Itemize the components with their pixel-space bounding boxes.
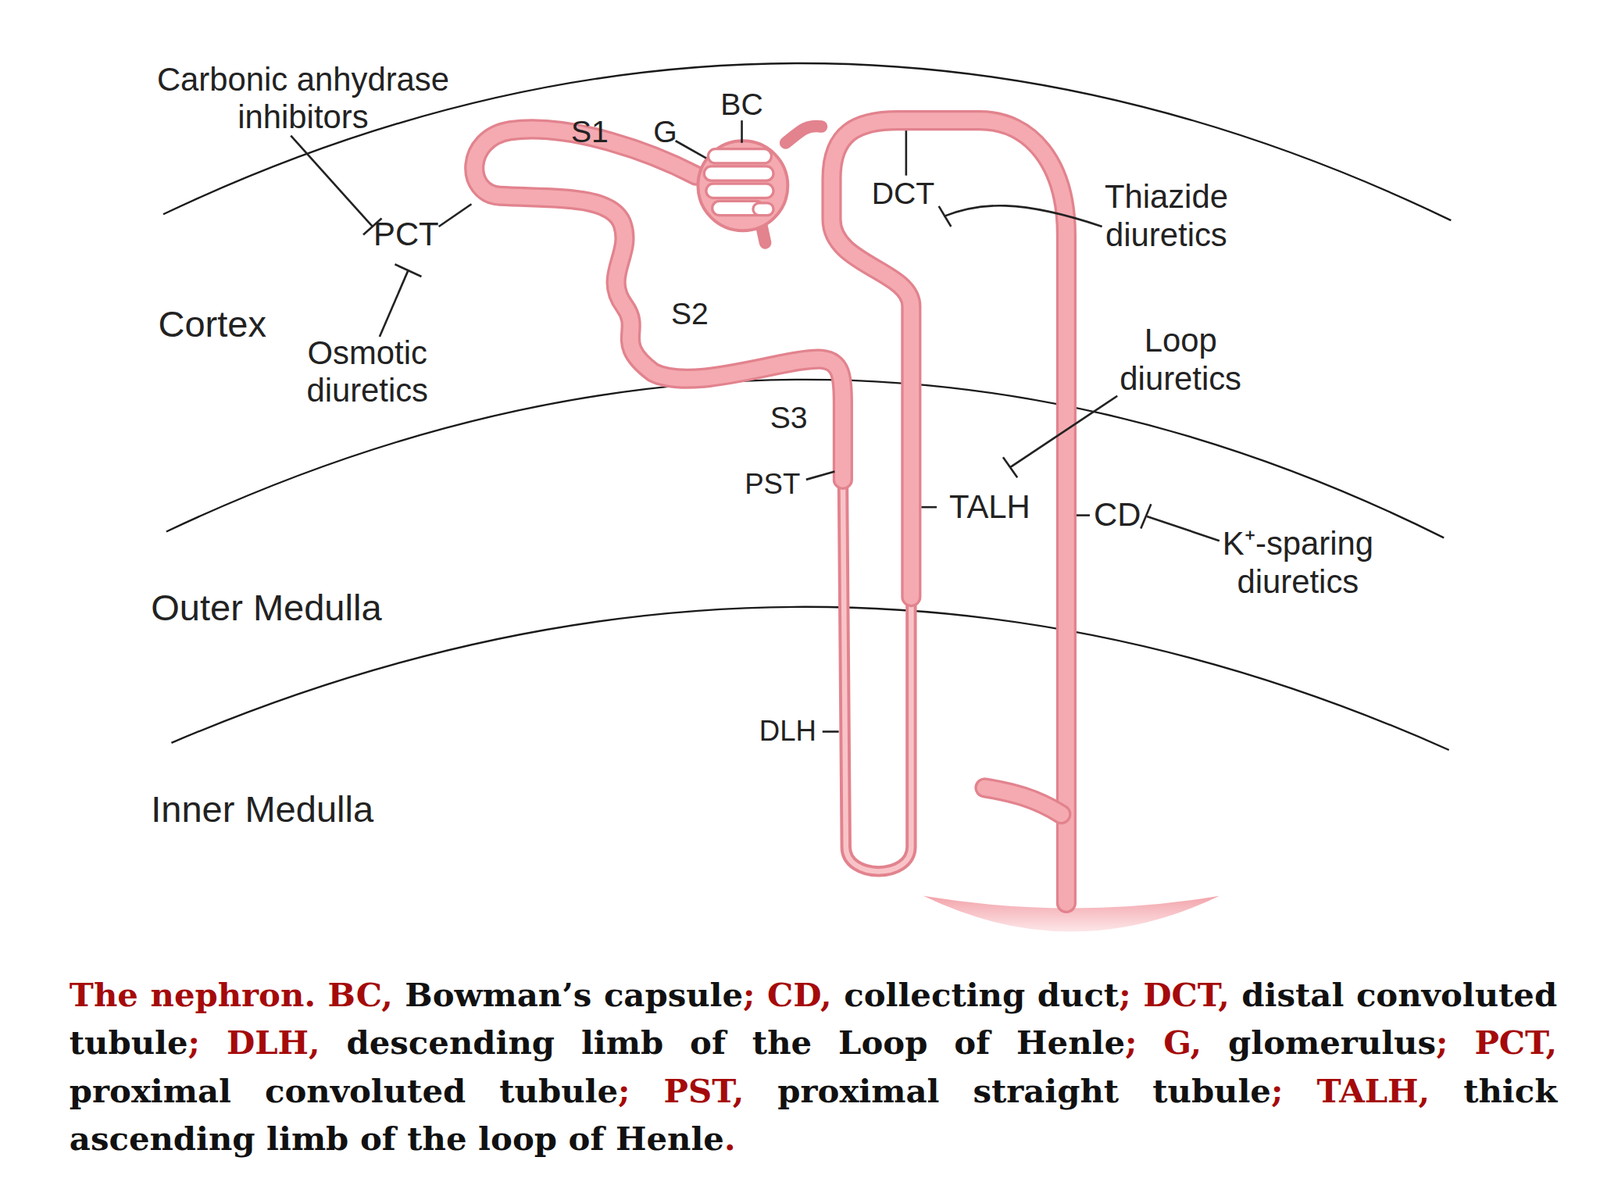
- leader-line: [1146, 516, 1220, 541]
- part-label: G: [634, 114, 696, 150]
- leader-line: [675, 140, 707, 158]
- part-label: Cortex: [110, 303, 315, 347]
- thin-limb-outline: [842, 475, 912, 872]
- leader-line: [806, 471, 836, 479]
- distal-tubule-outline: [831, 120, 1066, 904]
- inhibition-bar: [394, 264, 422, 277]
- thin-limb: [842, 475, 912, 872]
- part-label: S1: [549, 114, 631, 150]
- glomerulus-loop: [706, 183, 774, 198]
- part-label: Loop diuretics: [1089, 322, 1273, 399]
- collecting-branch-outline: [984, 787, 1061, 815]
- leader-line: [905, 130, 908, 175]
- part-label: TALH: [928, 488, 1052, 526]
- leader-line: [379, 270, 409, 337]
- arteriole: [785, 125, 822, 143]
- leader-line: [1076, 514, 1090, 517]
- glomerulus-loop: [707, 149, 772, 164]
- leader-line: [740, 120, 743, 143]
- glomerulus-loop: [753, 203, 774, 216]
- part-label: K⁺-sparing diuretics: [1190, 525, 1405, 602]
- nephron-tubule: [474, 120, 1067, 904]
- part-label: S3: [747, 400, 829, 436]
- glomerulus: [703, 149, 774, 216]
- leader-line: [290, 135, 372, 227]
- part-label: DCT: [852, 175, 955, 211]
- part-label: S2: [649, 296, 731, 333]
- distal-tubule: [831, 120, 1066, 904]
- part-label: Osmotic diuretics: [275, 334, 460, 411]
- glomerulus-loop: [703, 166, 774, 181]
- part-label: BC: [700, 87, 783, 123]
- part-label: Thiazide diuretics: [1064, 178, 1268, 254]
- proximal-tubule: [474, 128, 843, 479]
- region-boundaries: [163, 63, 1451, 750]
- part-label: DLH: [742, 714, 835, 748]
- leader-line: [439, 203, 472, 227]
- leader-line: [1010, 396, 1118, 468]
- leader-line: [822, 730, 840, 733]
- bowman-capsule: [697, 140, 788, 231]
- inhibition-bar: [939, 206, 952, 227]
- leader-lines: [290, 120, 1220, 732]
- figure-caption: The nephron. BC, Bowman’s capsule; CD, c…: [69, 971, 1558, 1164]
- collecting-branch: [984, 787, 1061, 815]
- leader-line: [921, 506, 937, 509]
- part-label: Outer Medulla: [103, 586, 430, 630]
- part-label: CD: [1076, 496, 1158, 534]
- part-label: PST: [726, 467, 819, 501]
- part-label: PCT: [355, 215, 458, 254]
- proximal-tubule-outline: [474, 128, 843, 479]
- leader-line: [943, 205, 1102, 227]
- inhibition-bar: [1003, 457, 1018, 478]
- part-label: Inner Medulla: [99, 787, 426, 831]
- part-label: Carbonic anhydrase inhibitors: [134, 60, 472, 137]
